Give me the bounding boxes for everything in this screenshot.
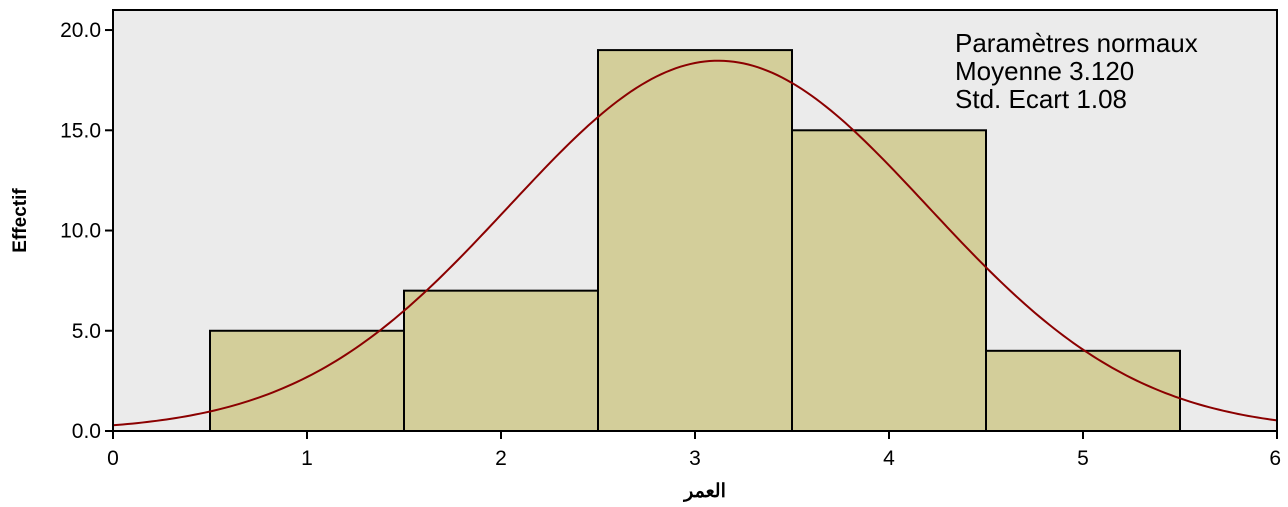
y-tick-label: 15.0 xyxy=(60,119,101,142)
x-tick-label: 5 xyxy=(1077,447,1089,470)
legend-line-std: Std. Ecart 1.08 xyxy=(955,84,1127,114)
y-tick-label: 0.0 xyxy=(72,420,101,443)
normal-curve xyxy=(112,59,1278,427)
y-tick-label: 10.0 xyxy=(60,220,101,243)
legend-line-params: Paramètres normaux xyxy=(955,28,1198,58)
histogram-bar-5 xyxy=(985,349,1181,432)
legend-line-mean: Moyenne 3.120 xyxy=(955,56,1134,86)
histogram-bar-1 xyxy=(209,329,405,432)
y-axis-label: Effectif xyxy=(10,188,31,253)
histogram-bar-3 xyxy=(597,49,793,432)
x-tick-label: 0 xyxy=(107,447,119,470)
x-tick-label: 1 xyxy=(301,447,313,470)
legend: Paramètres normaux Moyenne 3.120 Std. Ec… xyxy=(955,28,1198,114)
histogram-bar-4 xyxy=(791,129,987,433)
x-tick-label: 2 xyxy=(495,447,507,470)
x-tick-label: 4 xyxy=(883,447,895,470)
x-axis-label: العمر xyxy=(682,481,726,502)
x-tick-label: 3 xyxy=(689,447,701,470)
y-tick-label: 5.0 xyxy=(72,320,101,343)
y-tick-label: 20.0 xyxy=(60,19,101,42)
histogram-bar-2 xyxy=(403,289,599,432)
x-tick-label: 6 xyxy=(1269,447,1281,470)
